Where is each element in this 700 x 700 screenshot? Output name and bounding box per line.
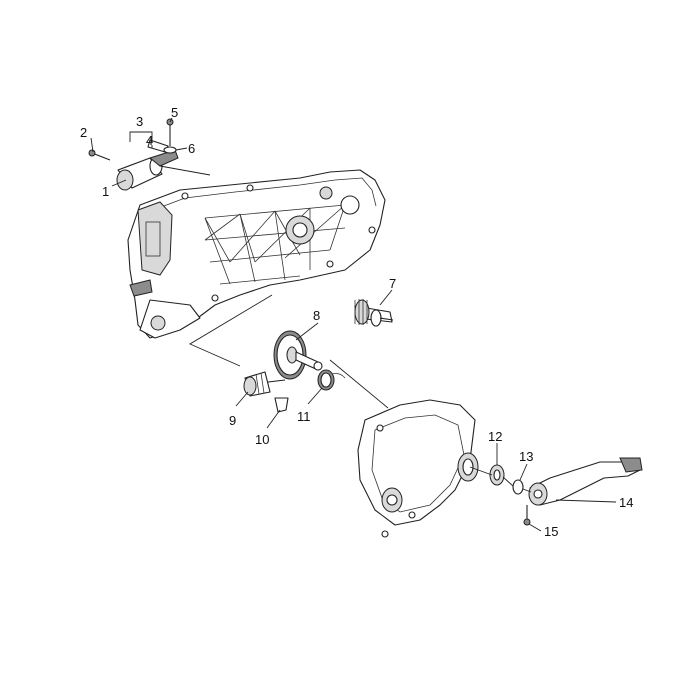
callout-4: 4 (146, 133, 153, 148)
callout-9: 9 (229, 413, 236, 428)
washer-6 (163, 146, 177, 154)
callout-5: 5 (171, 105, 178, 120)
bolt-15 (523, 505, 531, 526)
clip-10 (274, 397, 289, 413)
callout-10: 10 (255, 432, 269, 447)
callout-leaders (90, 117, 617, 532)
callout-13: 13 (519, 449, 533, 464)
callout-12: 12 (488, 429, 502, 444)
spring-11 (317, 369, 346, 391)
callout-14: 14 (619, 495, 633, 510)
bolt-5 (166, 118, 174, 146)
pinion-gear-9 (243, 371, 286, 397)
bushing-12 (489, 464, 505, 486)
callout-15: 15 (544, 524, 558, 539)
kick-lever-14 (528, 457, 643, 506)
shaft-gear-7 (354, 299, 394, 327)
driven-gear-8 (273, 330, 323, 380)
callout-7: 7 (389, 276, 396, 291)
starter-motor (116, 149, 179, 191)
crankcase-housing (127, 169, 386, 339)
side-cover (357, 399, 479, 538)
callout-2: 2 (80, 125, 87, 140)
callout-8: 8 (313, 308, 320, 323)
guide-lines (159, 165, 532, 493)
callout-numbers: 1 2 3 4 5 6 7 8 9 10 11 12 13 14 15 (80, 105, 633, 539)
bolt-2 (88, 149, 111, 161)
callout-11: 11 (297, 409, 311, 424)
callout-3: 3 (136, 114, 143, 129)
callout-1: 1 (102, 184, 109, 199)
callout-6: 6 (188, 141, 195, 156)
circlip-13 (512, 479, 524, 495)
